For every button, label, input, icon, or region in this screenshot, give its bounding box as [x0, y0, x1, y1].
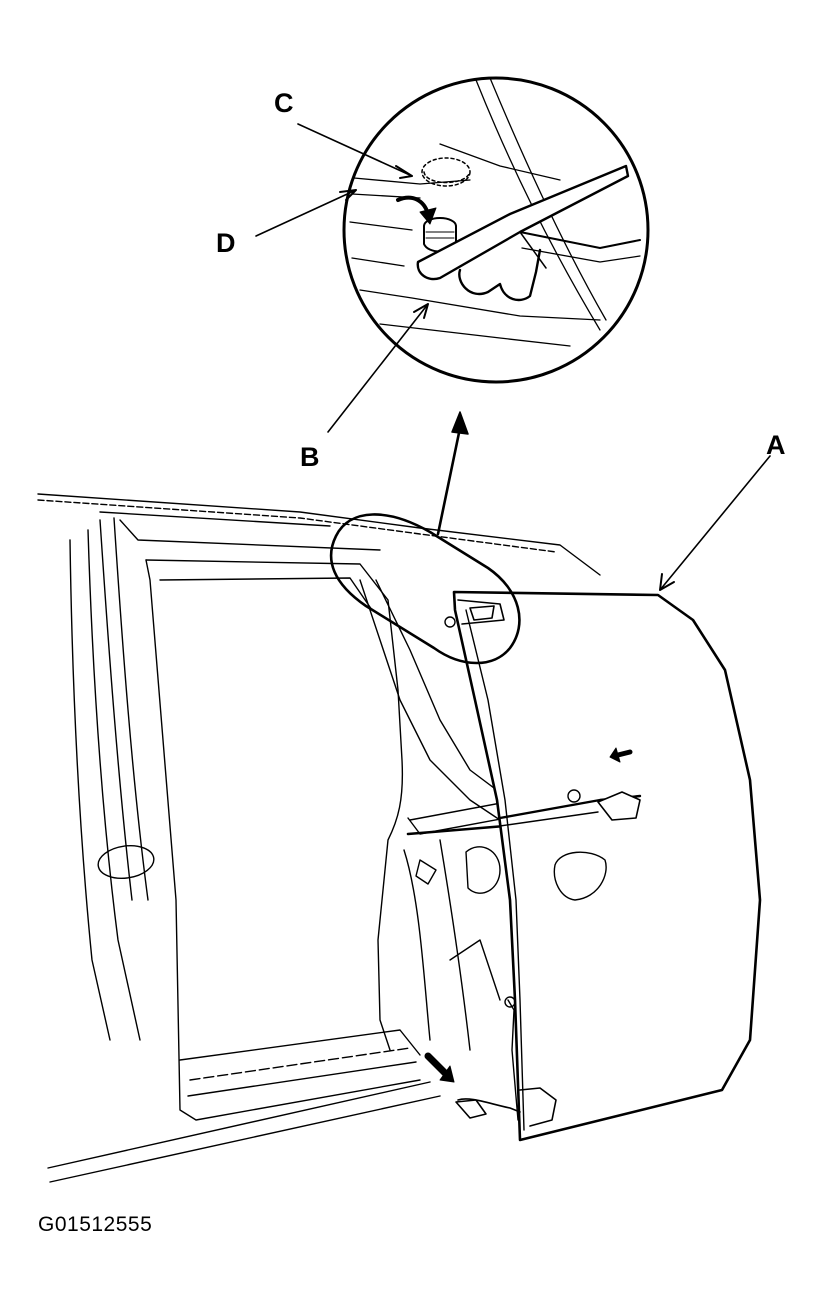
detail-circle — [342, 76, 650, 384]
callout-d: D — [216, 228, 236, 258]
leader-b — [327, 303, 429, 433]
sliding-door — [444, 590, 762, 1142]
callout-b: B — [300, 442, 320, 472]
vehicle-body — [37, 493, 621, 1183]
zoom-arrow — [436, 411, 469, 536]
leader-a — [659, 455, 771, 591]
direction-arrows — [424, 747, 633, 1083]
detail-highlight-oval — [329, 513, 521, 665]
callout-c: C — [274, 88, 294, 118]
figure-id: G01512555 — [38, 1213, 153, 1236]
leader-lines — [255, 123, 771, 591]
leader-c — [297, 123, 413, 177]
callout-a: A — [766, 430, 786, 460]
leader-d — [255, 189, 357, 237]
